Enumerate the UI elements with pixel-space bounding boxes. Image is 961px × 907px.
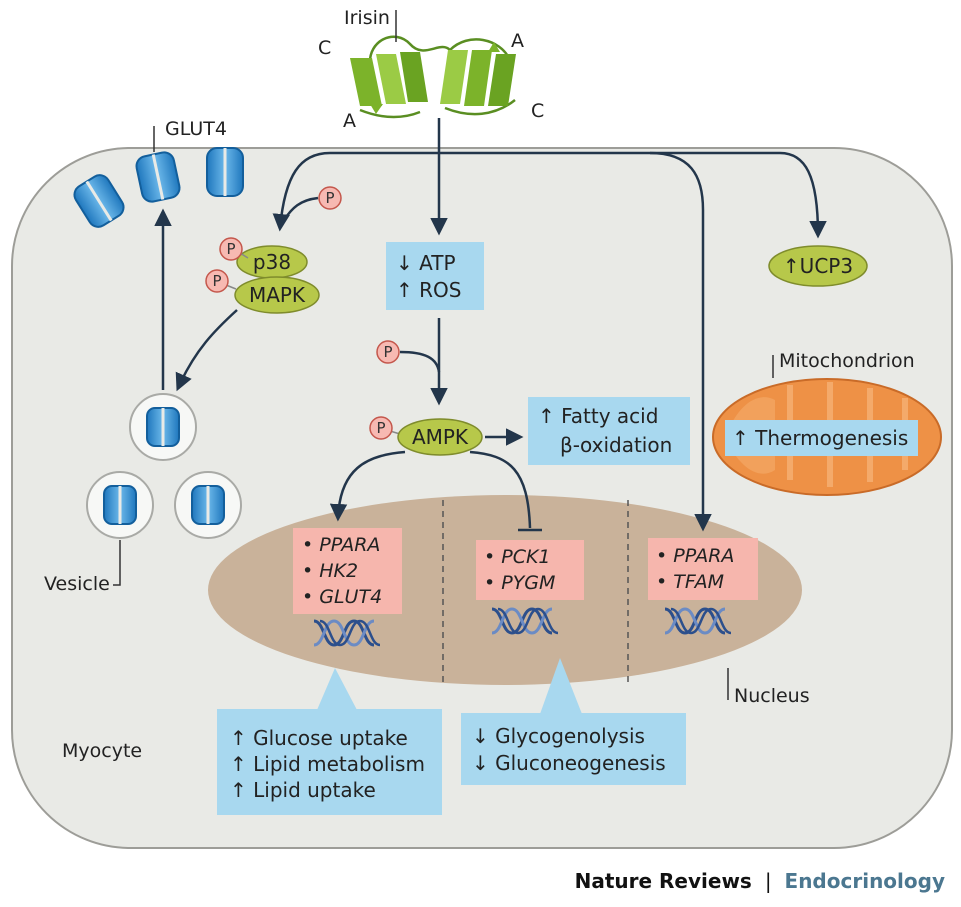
svg-text:P: P <box>376 419 385 437</box>
phospho-mapk: P <box>205 269 237 293</box>
glut4-transporter-3 <box>206 147 244 197</box>
mapk-node <box>234 276 320 314</box>
ros-line: ↑ ROS <box>396 278 461 302</box>
atp-ros-box <box>386 242 484 310</box>
pathway-arrows <box>154 118 827 532</box>
glut4-transporter-1 <box>73 174 125 228</box>
mitochondrion-label: Mitochondrion <box>779 350 915 372</box>
gene-left-3: • GLUT4 <box>302 586 382 608</box>
nucleus-label: Nucleus <box>734 685 810 707</box>
ucp3-label: ↑UCP3 <box>783 254 853 278</box>
thermogenesis-box <box>725 420 918 456</box>
arrow-irisin-to-ucp3 <box>595 151 827 239</box>
irisin-c-right: C <box>531 100 544 122</box>
gene-middle-1: • PCK1 <box>484 546 551 568</box>
irisin-a-right: A <box>511 30 524 52</box>
effect-middle-pointer <box>540 658 582 714</box>
glut4-transporter-2 <box>135 151 181 203</box>
ucp3-node <box>768 245 868 287</box>
ampk-node <box>397 418 483 456</box>
glut4-label: GLUT4 <box>165 118 227 140</box>
arrow-phospho-to-p38 <box>282 196 319 221</box>
atp-line: ↓ ATP <box>396 251 456 275</box>
effect-box-left <box>217 709 442 815</box>
irisin-c-left: C <box>318 37 331 59</box>
svg-text:P: P <box>383 343 392 361</box>
vesicle-right <box>174 471 242 539</box>
mapk-label: MAPK <box>249 283 306 307</box>
gene-right-1: • PPARA <box>656 545 734 567</box>
fatty-acid-line1: ↑ Fatty acid <box>538 404 658 428</box>
p38-label: p38 <box>253 250 291 274</box>
fatty-acid-line2: β-oxidation <box>560 433 672 457</box>
phospho-ampk: P <box>369 416 401 440</box>
journal-credit: Nature Reviews | Endocrinology <box>575 869 945 893</box>
fatty-acid-box <box>528 397 690 465</box>
arrow-ampk-to-left-genes <box>329 450 406 522</box>
gene-left-2: • HK2 <box>302 560 358 582</box>
ampk-label: AMPK <box>412 425 469 449</box>
irisin-a-left: A <box>343 110 356 132</box>
svg-text:P: P <box>212 272 221 290</box>
gene-right-2: • TFAM <box>656 571 724 593</box>
svg-text:P: P <box>325 189 334 207</box>
gene-box-middle <box>476 540 584 600</box>
phospho-p38: P <box>219 237 249 261</box>
journal-name: Nature Reviews <box>575 869 752 893</box>
inhibit-ampk-to-middle-genes <box>469 450 532 529</box>
irisin-label: Irisin <box>344 7 390 29</box>
thermogenesis-text: ↑ Thermogenesis <box>732 426 908 450</box>
effect-middle-1: ↓ Glycogenolysis <box>472 724 645 748</box>
effect-middle-2: ↓ Gluconeogenesis <box>472 751 666 775</box>
phospho-incoming-p38: P <box>318 186 342 210</box>
journal-section: Endocrinology <box>785 869 945 893</box>
arrow-mapk-to-vesicle <box>175 309 238 392</box>
gene-box-left <box>293 528 402 614</box>
effect-box-middle <box>461 713 686 785</box>
svg-text:P: P <box>226 240 235 258</box>
arrow-irisin-to-nucleus-right <box>649 151 712 532</box>
myocyte-label: Myocyte <box>62 740 142 762</box>
vesicle-left <box>86 471 154 539</box>
vesicle-label: Vesicle <box>44 573 110 595</box>
gene-left-1: • PPARA <box>302 534 380 556</box>
effect-left-2: ↑ Lipid metabolism <box>230 752 425 776</box>
arrow-phospho-to-ampk <box>399 350 441 373</box>
irisin-protein <box>350 35 516 119</box>
arrow-irisin-to-p38 <box>272 151 595 232</box>
gene-middle-2: • PYGM <box>484 572 555 594</box>
vesicle-pointer <box>113 540 121 586</box>
vesicle-top <box>129 393 197 461</box>
effect-left-3: ↑ Lipid uptake <box>230 778 376 802</box>
phospho-incoming-ampk: P <box>376 340 400 364</box>
gene-box-right <box>648 538 758 600</box>
journal-separator: | <box>765 869 772 893</box>
effect-left-1: ↑ Glucose uptake <box>230 726 408 750</box>
effect-left-pointer <box>317 668 357 710</box>
